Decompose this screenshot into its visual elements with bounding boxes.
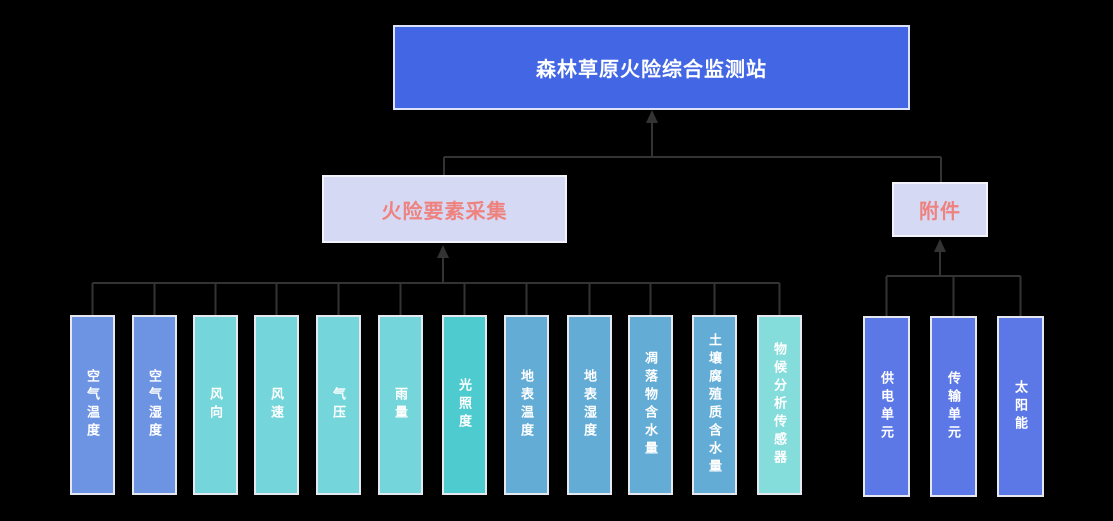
connector-strokes [91,120,1022,316]
accessory-label-solar-power: 太阳能 [1013,379,1028,434]
node-fire-factor-collection-label: 火险要素采集 [381,200,508,223]
node-sensor-wind-direction: 风向 [193,315,238,495]
accessory-label-power-supply-unit: 供电单元 [879,370,894,443]
node-sensor-illuminance: 光照度 [442,315,487,495]
node-sensor-air-humidity: 空气湿度 [132,315,177,495]
node-sensor-rainfall: 雨量 [378,315,423,495]
connector-arrowheads [437,110,946,258]
sensor-label-illuminance: 光照度 [457,378,472,432]
sensor-label-soil-humus-water-content: 土壤腐殖质含水量 [707,333,722,477]
node-sensor-air-pressure: 气压 [316,315,361,495]
sensor-label-air-pressure: 气压 [331,387,346,423]
node-accessories: 附件 [892,182,988,237]
node-sensor-wind-speed: 风速 [254,315,299,495]
node-sensor-surface-humidity: 地表湿度 [567,315,612,495]
node-accessories-label: 附件 [919,201,961,223]
accessory-label-transmission-unit: 传输单元 [946,370,961,443]
node-transmission-unit: 传输单元 [930,316,977,497]
node-power-supply-unit: 供电单元 [863,316,910,497]
node-sensor-surface-temperature: 地表温度 [504,315,549,495]
sensor-label-air-temperature: 空气温度 [85,369,100,441]
node-monitoring-station-label: 森林草原火险综合监测站 [536,59,767,81]
sensor-label-air-humidity: 空气湿度 [147,369,162,441]
node-fire-factor-collection: 火险要素采集 [322,175,567,243]
node-sensor-air-temperature: 空气温度 [70,315,115,495]
node-solar-power: 太阳能 [997,316,1044,497]
sensor-label-phenology-analysis: 物候分析传感器 [772,342,787,468]
sensor-label-litter-water-content: 凋落物含水量 [643,351,658,459]
node-sensor-litter-water-content: 凋落物含水量 [628,315,673,495]
sensor-label-surface-humidity: 地表湿度 [582,369,597,441]
node-sensor-phenology-analysis: 物候分析传感器 [757,315,802,495]
sensor-label-wind-speed: 风速 [269,387,284,423]
sensor-label-wind-direction: 风向 [208,387,223,423]
sensor-label-surface-temperature: 地表温度 [519,369,534,441]
node-monitoring-station: 森林草原火险综合监测站 [393,25,910,110]
sensor-label-rainfall: 雨量 [393,387,408,423]
node-sensor-soil-humus-water-content: 土壤腐殖质含水量 [692,315,737,495]
